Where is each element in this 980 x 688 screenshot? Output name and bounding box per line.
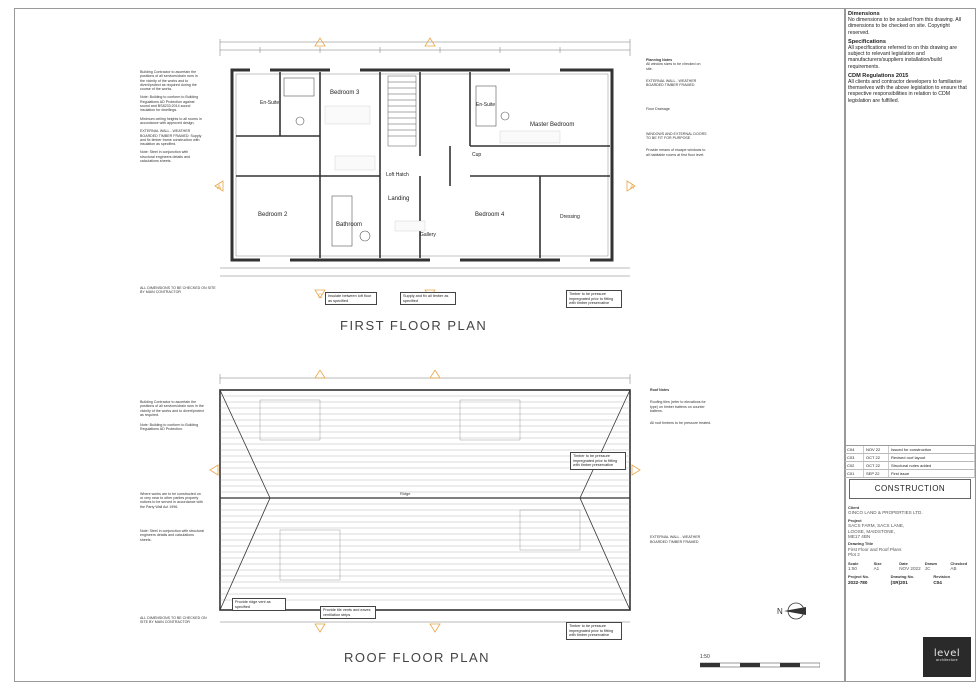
roof-note-tiles: Roofing tiles (refer to elevations for t…	[650, 400, 706, 413]
room-label-cup: Cup	[472, 152, 481, 158]
callout-timber: Supply and fix all timber as specified	[400, 292, 456, 306]
room-label-bedroom-4: Bedroom 4	[475, 212, 505, 218]
scale-value: 1:50	[848, 566, 857, 572]
drawing-number: (SR)201	[890, 579, 908, 585]
project-value: SACS FARM, SACS LANE, LOOSE, MAIDSTONE, …	[848, 523, 905, 540]
drawing-frame	[14, 8, 846, 682]
footnote-first-floor: ALL DIMENSIONS TO BE CHECKED ON SITE BY …	[140, 286, 216, 295]
room-label-bedroom-2: Bedroom 2	[258, 212, 288, 218]
roof-note-services: Building Contractor to ascertain the pos…	[140, 400, 204, 417]
svg-text:N: N	[777, 607, 783, 616]
specifications-heading: Specifications	[848, 38, 886, 45]
north-arrow-icon: N	[777, 602, 806, 620]
roof-notes-right: Roof Notes Roofing tiles (refer to eleva…	[650, 388, 712, 544]
cdm-text: All clients and contractor developers to…	[848, 79, 967, 104]
roof-note-steel: Note: Steel in conjunction with structur…	[140, 528, 204, 542]
callout-insulate-loft: Insulate between loft floor as specified	[325, 292, 377, 306]
svg-text:A: A	[217, 185, 221, 191]
note-floor-drainage: Floor Drainage	[646, 107, 670, 112]
first-floor-plan-title: FIRST FLOOR PLAN	[340, 318, 488, 333]
drawing-title-value: First Floor and Roof Plans Plot 2	[848, 546, 902, 558]
roof-note-sound: Note: Building to conform to Building Re…	[140, 423, 199, 432]
room-label-gallery: Gallery	[420, 232, 436, 238]
note-weather-board: EXTERNAL WALL - WEATHER BOARDED TIMBER F…	[646, 78, 697, 88]
room-label-ensuite-1: En-Suite	[260, 100, 279, 106]
callout-preservative-roof-1: Timber to be pressure impregnated prior …	[570, 452, 626, 470]
client-value: GINCO LAND & PROPERTIES LTD.	[848, 510, 923, 516]
room-label-dressing: Dressing	[560, 214, 580, 220]
note-windows: All window sizes to be checked on site.	[646, 62, 701, 71]
note-ceiling: Minimum ceiling heights to all rooms in …	[140, 116, 202, 125]
company-logo: level architecture	[923, 637, 971, 677]
roof-note-external-wall: EXTERNAL WALL - WEATHER BOARDED TIMBER F…	[650, 535, 701, 544]
size-value: A1	[873, 566, 880, 572]
roof-note-timbers: All roof timbers to be pressure treated.	[650, 421, 712, 426]
roof-note-party-wall: Where works are to be constructed on or …	[140, 491, 203, 509]
room-label-landing: Landing	[388, 196, 409, 202]
svg-text:A: A	[630, 185, 634, 191]
room-label-loft-hatch: Loft Hatch	[386, 172, 409, 178]
drawing-meta: Client GINCO LAND & PROPERTIES LTD. Proj…	[848, 505, 972, 585]
scale-bar-label: 1:50	[700, 654, 710, 660]
room-label-ensuite-2: En-Suite	[476, 102, 495, 108]
room-label-bedroom-3: Bedroom 3	[330, 90, 360, 96]
dimensions-heading: Dimensions	[848, 11, 880, 17]
note-planning: Planning Notes	[646, 58, 673, 62]
cdm-heading: CDM Regulations 2015	[848, 72, 909, 79]
first-floor-notes-left: Building Contractor to ascertain the pos…	[140, 70, 202, 163]
specifications-text: All specifications referred to on this d…	[848, 45, 957, 70]
note-sound: Note: Building to conform to Building Re…	[140, 95, 199, 113]
title-block: Dimensions No dimensions to be scaled fr…	[844, 8, 976, 682]
room-label-bathroom: Bathroom	[336, 222, 362, 228]
footnote-roof: ALL DIMENSIONS TO BE CHECKED ON SITE BY …	[140, 616, 207, 625]
roof-notes-left: Building Contractor to ascertain the pos…	[140, 400, 204, 542]
project-number: 2022-780	[848, 579, 868, 585]
checked-value: AB	[950, 566, 957, 572]
dimensions-text: No dimensions to be scaled from this dra…	[848, 17, 962, 36]
status-badge: CONSTRUCTION	[849, 479, 971, 499]
ridge-label: Ridge	[400, 491, 411, 496]
svg-text:C: C	[318, 294, 323, 300]
callout-preservative-ff: Timber to be pressure impregnated prior …	[566, 290, 622, 308]
first-floor-plan: A A C B Bedroom 3 En-Suite Bedroom 2 Bat…	[214, 37, 636, 300]
roof-note-heading: Roof Notes	[650, 388, 670, 392]
callout-tile-vents: Provide tile vents and eaves ventilation…	[320, 606, 376, 620]
roof-plan: Ridge	[209, 370, 641, 633]
note-windows-doors: WINDOWS AND EXTERNAL DOORS TO BE FIT FOR…	[646, 131, 707, 141]
scale-bar	[700, 662, 820, 668]
room-label-master-bedroom: Master Bedroom	[530, 122, 574, 128]
note-steel: Note: Steel in conjunction with structur…	[140, 150, 190, 164]
roof-plan-title: ROOF FLOOR PLAN	[344, 650, 491, 665]
note-external-wall: EXTERNAL WALL - WEATHER BOARDED TIMBER F…	[140, 129, 202, 147]
note-escape: Provide means of escape windows to all h…	[646, 148, 706, 157]
callout-preservative-roof-2: Timber to be pressure impregnated prior …	[566, 622, 622, 640]
date-value: NOV 2022	[899, 566, 921, 572]
first-floor-notes-right: Planning Notes All window sizes to be ch…	[646, 58, 708, 157]
callout-ridge-vent: Provide ridge vent as specified	[232, 598, 286, 612]
revision-number: C04	[933, 579, 942, 585]
note-services: Building Contractor to ascertain the pos…	[140, 70, 198, 92]
drawn-value: JC	[924, 566, 931, 572]
